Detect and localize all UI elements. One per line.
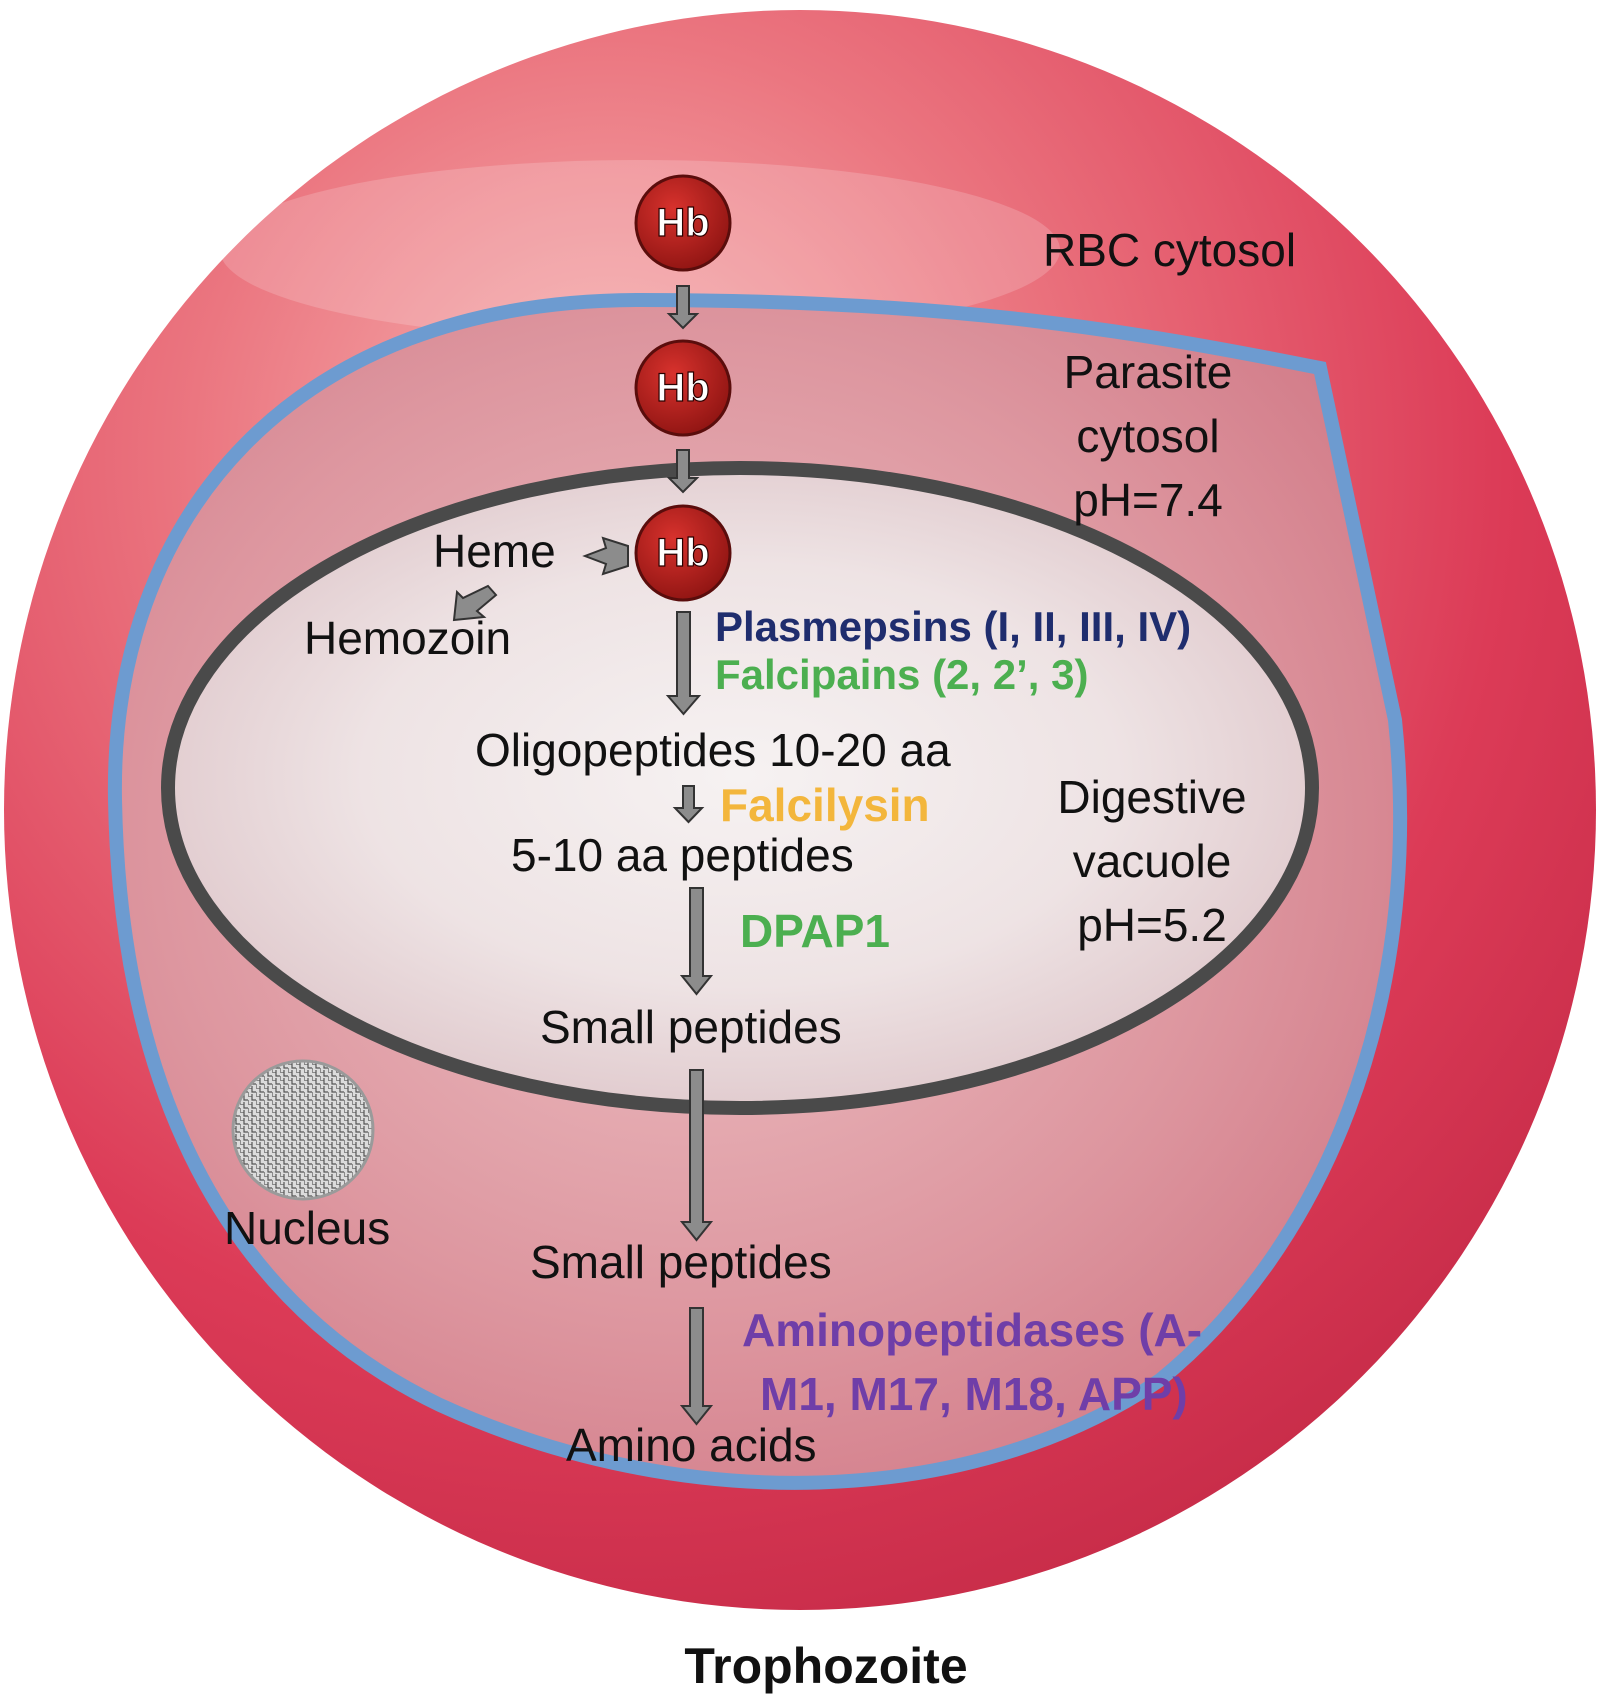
hb-label: Hb xyxy=(656,531,709,575)
dpap1-label: DPAP1 xyxy=(740,905,890,957)
diagram-caption: Trophozoite xyxy=(684,1638,967,1694)
down-arrow-icon xyxy=(679,1069,714,1242)
left-arrow-icon xyxy=(582,536,629,576)
down-arrow-icon xyxy=(679,1307,714,1426)
down-arrow-icon xyxy=(666,449,700,494)
falcilysin-label: Falcilysin xyxy=(720,779,930,831)
small-peptides-vacuole-label: Small peptides xyxy=(540,1001,842,1053)
small-peptides-cytosol-label: Small peptides xyxy=(530,1236,832,1288)
hb-label: Hb xyxy=(656,366,709,410)
aminopeptidases-label-2: M1, M17, M18, APP) xyxy=(760,1368,1188,1420)
down-arrow-icon xyxy=(665,611,702,716)
down-arrow-icon xyxy=(666,285,700,330)
amino-acids-label: Amino acids xyxy=(566,1419,817,1471)
vacuole-label-1: Digestive xyxy=(1057,771,1246,823)
hemoglobin-molecule-icon: Hb xyxy=(634,339,732,437)
rbc-highlight xyxy=(220,160,1060,340)
plasmepsins-label: Plasmepsins (I, II, III, IV) xyxy=(715,603,1191,650)
oligopeptides-label: Oligopeptides 10-20 aa xyxy=(475,724,951,776)
down-arrow-icon xyxy=(672,785,705,824)
falcipains-label: Falcipains (2, 2’, 3) xyxy=(715,651,1088,698)
vacuole-ph-label: pH=5.2 xyxy=(1077,899,1227,951)
digestive-vacuole xyxy=(161,461,1319,1115)
hemoglobin-molecule-icon: Hb xyxy=(634,504,732,602)
hemozoin-label: Hemozoin xyxy=(304,612,511,664)
vacuole-label-2: vacuole xyxy=(1073,835,1232,887)
parasite-cytosol-label-1: Parasite xyxy=(1064,346,1233,398)
nucleus-icon xyxy=(231,1059,375,1201)
hb-label: Hb xyxy=(656,201,709,245)
peptides-5-10-label: 5-10 aa peptides xyxy=(511,829,854,881)
hemoglobin-molecule-icon: Hb xyxy=(634,174,732,272)
heme-label: Heme xyxy=(433,525,556,577)
rbc-cytosol-label: RBC cytosol xyxy=(1043,224,1296,276)
nucleus-label: Nucleus xyxy=(224,1202,390,1254)
aminopeptidases-label-1: Aminopeptidases (A- xyxy=(742,1304,1202,1356)
down-left-arrow-icon xyxy=(452,584,498,622)
parasite-cytosol-label-2: cytosol xyxy=(1076,410,1219,462)
down-arrow-icon xyxy=(679,887,714,996)
parasite-ph-label: pH=7.4 xyxy=(1073,474,1223,526)
